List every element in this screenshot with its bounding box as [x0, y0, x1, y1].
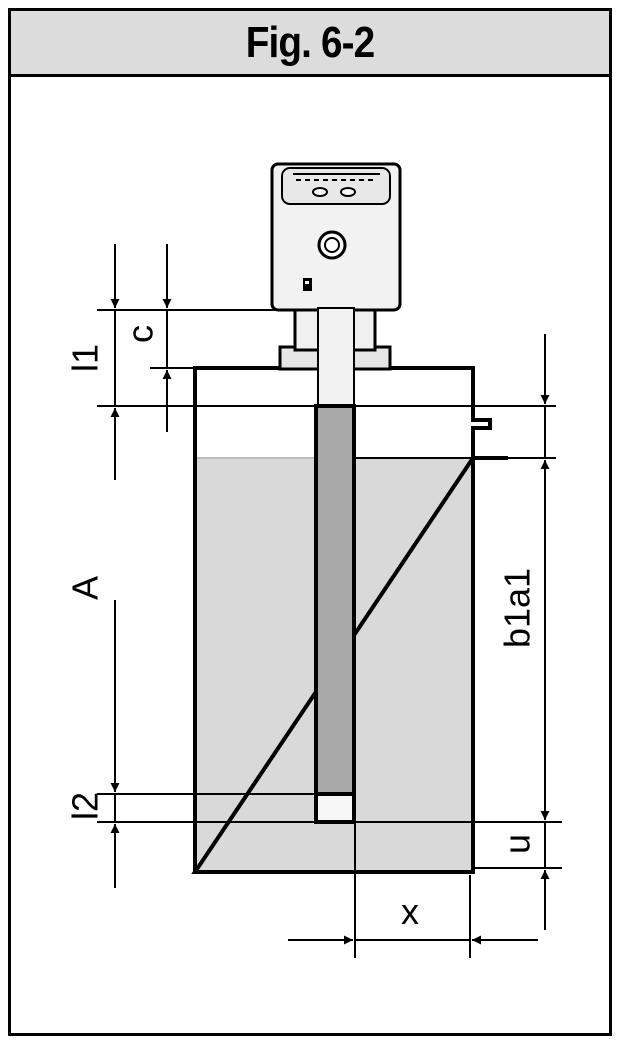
label-c: c	[120, 325, 161, 343]
probe-rod	[314, 404, 356, 796]
tank-outline	[193, 368, 475, 874]
probe-upper-section	[317, 307, 355, 407]
probe-tip	[314, 792, 356, 824]
connector-socket-icon	[317, 230, 347, 260]
display-segments	[293, 173, 380, 181]
label-x: x	[401, 891, 419, 932]
led-indicator-right	[340, 187, 356, 197]
manufacturer-logo-dot	[305, 281, 309, 284]
reference-lines	[97, 309, 562, 958]
led-indicator-left	[312, 187, 328, 197]
label-u: u	[497, 834, 538, 854]
title-bar: Fig. 6-2	[11, 11, 609, 77]
label-l1: l1	[65, 344, 106, 372]
label-A: A	[65, 576, 106, 600]
manufacturer-logo-icon	[303, 278, 312, 291]
label-l2: l2	[65, 792, 106, 820]
sensor-display-bezel	[281, 167, 391, 205]
connector-socket-inner	[324, 237, 340, 253]
label-b1a1: b1a1	[497, 568, 538, 648]
figure-title: Fig. 6-2	[245, 17, 375, 67]
